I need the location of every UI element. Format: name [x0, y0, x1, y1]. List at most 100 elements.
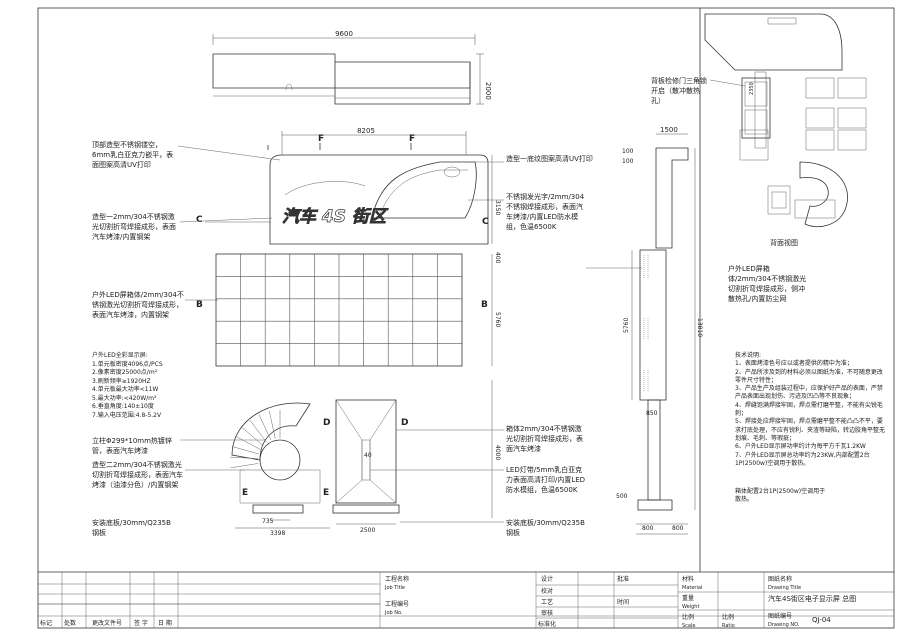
tech-item: 2、产品所涉及到的材料必须以图纸为准，不可随意更改零件尺寸特性； — [735, 368, 883, 384]
tb-drawing-name: 图纸名称 — [768, 576, 793, 583]
fan-rib — [230, 456, 259, 459]
section-f-left: F — [318, 134, 324, 144]
lower-box — [335, 399, 397, 504]
tech-item: 1、表面烤漆色号应以或者提供的精中为准； — [735, 360, 853, 368]
tb-drawing-no: 图纸编号 — [768, 613, 793, 620]
dim-back-2350: 2350 — [749, 82, 755, 95]
led-param: 2.像素密度25000点/m² — [92, 369, 158, 376]
tb-project-name: 工程名称 — [385, 576, 410, 583]
front-elevation: 8205 F F 汽车 4S 街区 3150 400 C C B B 5760 — [177, 127, 504, 537]
tech-item: 4、焊缝饱满焊接牢固，焊点需打磨平整，不能有尖锐毛刺； — [735, 401, 883, 418]
back-panel — [837, 107, 867, 129]
dim-top-width: 9600 — [335, 30, 353, 38]
fan-rib — [231, 446, 259, 455]
dim-3398: 3398 — [270, 530, 285, 537]
back-view-label: 背面视图 — [770, 238, 798, 247]
note-box-right: 箱体2mm/304不锈钢激光切割折弯焊接成形，表面汽车烤漆 — [506, 425, 583, 453]
dim-sign-height: 3150 — [494, 200, 501, 215]
section-e-right: E — [323, 488, 329, 498]
note-top-left: 顶部造型不锈钢镂空，6mm乳白亚克力嵌平，表面图案高清UV打印 — [92, 141, 174, 169]
led-param: 1.单元板密度4096点/PCS — [92, 360, 163, 368]
note-shape2: 造型二2mm/304不锈钢激光切割折弯焊接成形，表面汽车烤漆（油漆分色）/内置钢… — [92, 461, 183, 489]
dim-2500: 2500 — [360, 527, 375, 534]
fan-shape — [231, 402, 311, 461]
tb-check: 校对 — [541, 588, 554, 595]
section-d-left: D — [323, 418, 330, 428]
tb-design: 设计 — [541, 576, 554, 583]
led-params: 户外LED全彩显示屏: 1.单元板密度4096点/PCS 2.像素密度25000… — [92, 352, 192, 420]
dim-side-800b: 800 — [672, 525, 684, 532]
note-column: 立柱Φ299*10mm热镀锌管，表面汽车烤漆 — [92, 437, 172, 455]
tech-item: 5、焊接处应焊接牢固，焊点需磨平整不能凸凸不平，要求打底处理，不应有锐利、夹渣等… — [735, 418, 886, 442]
tb-drawing-no-value: QJ-04 — [812, 616, 831, 624]
tech-ac-note: 箱体配置2台1P(2500w)空调用于散热。 — [735, 488, 826, 504]
tech-title: 技术说明: — [735, 352, 762, 359]
dim-top-height: 2000 — [484, 82, 492, 100]
tb-mark: 标记 — [40, 620, 53, 627]
tb-sign: 签 字 — [134, 620, 148, 627]
tb-scale: 比例 — [682, 614, 695, 621]
sheet-border — [37, 7, 895, 629]
led-param: 4.单元板最大功率<11W — [92, 386, 159, 393]
car-outline — [371, 161, 477, 219]
dim-side-100a: 100 — [622, 148, 634, 155]
dim-sign-width: 8205 — [357, 127, 375, 135]
section-c-right: C — [482, 217, 489, 227]
back-panel — [805, 77, 835, 99]
tb-date: 时间 — [617, 599, 630, 606]
dim-base-height: 4000 — [494, 445, 501, 460]
back-panel — [805, 107, 835, 129]
fan-rib — [235, 436, 261, 450]
tb-ratio: 比例 — [722, 614, 735, 621]
note-rear-door: 背板检修门三角锁开启（散冲散热孔） — [651, 77, 707, 105]
dim-side-800a: 800 — [642, 525, 654, 532]
tech-item: 7、户外LED显示屏总功率约为23KW,内部配置2台1P(2500w)空调用于散… — [735, 451, 870, 467]
note-top-right: 造型一底纹图案高清UV打印 — [506, 155, 593, 163]
dim-40: 40 — [364, 452, 372, 459]
dim-side-1500: 1500 — [660, 126, 678, 134]
led-params-title: 户外LED全彩显示屏: — [92, 352, 148, 359]
note-base-left: 安装底板/30mm/Q235B钢板 — [92, 519, 171, 537]
tb-weight-en: Weight — [682, 604, 700, 610]
section-b-left: B — [196, 300, 203, 310]
tb-process: 工艺 — [541, 599, 554, 606]
fan-rib — [249, 419, 267, 443]
sign-body — [269, 154, 489, 245]
tb-project-no-en: Job No. — [385, 610, 403, 616]
tb-ratio-en: Ratio — [722, 623, 735, 629]
side-elevation: 1500 100 100 5760 13810 850 500 800 800 — [586, 126, 703, 535]
tb-date-col: 日 期 — [158, 620, 172, 627]
tb-standard: 标准化 — [538, 621, 557, 628]
logo-text: 汽车 4S 街区 — [282, 207, 389, 227]
tb-change-doc: 更改文件号 — [92, 620, 123, 627]
led-param: 3.刷新频率≥1920HZ — [92, 377, 151, 385]
fan-rib — [230, 463, 259, 469]
fan-rib — [269, 411, 276, 439]
note-base-right: 安装底板/30mm/Q235B钢板 — [506, 519, 585, 537]
back-panel — [805, 129, 835, 151]
led-param: 7.输入电压范围:4.8-5.2V — [92, 411, 162, 419]
tb-scale-en: Scale — [682, 623, 696, 629]
tb-review: 审核 — [541, 610, 554, 617]
tb-material: 材料 — [682, 576, 695, 583]
led-param: 5.最大功率:<420W/m² — [92, 394, 157, 402]
back-view: 2350 背面视图 — [704, 13, 867, 247]
section-c-left: C — [196, 215, 203, 225]
tb-drawing-no-en: Drawing NO. — [768, 622, 800, 628]
section-e-left: E — [242, 488, 248, 498]
section-f-right: F — [409, 134, 415, 144]
tech-item: 3、产品生产及组装过程中，应保护好产品的表面，严禁产品表面出现划伤、污迹及凹凸等… — [735, 385, 883, 401]
fan-rib — [258, 414, 272, 441]
note-led-box: 户外LED屏箱体/2mm/304不锈钢激光切割折弯焊接成形，表面汽车烤漆，内置钢… — [92, 291, 184, 319]
tb-project-name-en: Job Title — [385, 585, 406, 591]
note-letters: 不锈钢发光字/2mm/304不锈钢焊接成形，表面汽车烤漆/内置LED防水模组，色… — [506, 193, 585, 231]
dim-side-850: 850 — [646, 410, 658, 417]
dim-side-13810: 13810 — [696, 318, 703, 337]
section-d-right: D — [401, 418, 408, 428]
back-panel — [837, 77, 867, 99]
led-param: 6.垂直角度:140±10度 — [92, 403, 154, 410]
tech-notes: 技术说明: 1、表面烤漆色号应以或者提供的精中为准； 2、产品所涉及到的材料必须… — [735, 352, 885, 468]
dim-screen-height: 5760 — [494, 312, 501, 327]
